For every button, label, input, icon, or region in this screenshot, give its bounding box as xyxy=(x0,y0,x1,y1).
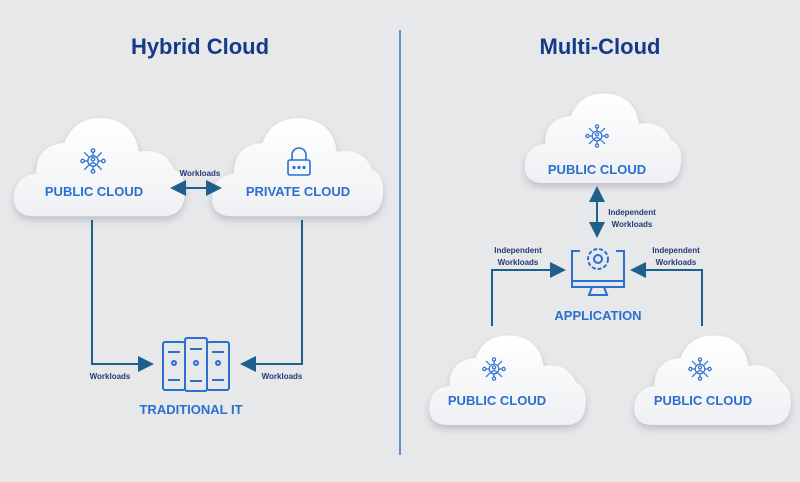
public-cloud-left-label: PUBLIC CLOUD xyxy=(447,393,547,408)
public-cloud-label: PUBLIC CLOUD xyxy=(44,184,144,199)
network-user-icon xyxy=(688,357,712,381)
independent-workloads-label-right: Independent Workloads xyxy=(652,246,700,267)
public-cloud-bottom-left xyxy=(429,335,586,425)
workloads-label-top: Workloads xyxy=(179,169,221,178)
application-label: APPLICATION xyxy=(554,308,642,323)
independent-workloads-label-top: Independent Workloads xyxy=(608,208,656,229)
workloads-label-left: Workloads xyxy=(89,372,131,381)
servers-icon xyxy=(162,337,230,392)
network-user-icon xyxy=(482,357,506,381)
multi-cloud-title: Multi-Cloud xyxy=(539,34,661,59)
private-cloud-label: PRIVATE CLOUD xyxy=(245,184,351,199)
workloads-label-right: Workloads xyxy=(261,372,303,381)
independent-workloads-arrow-right xyxy=(630,262,703,326)
network-user-icon xyxy=(585,124,609,148)
traditional-it-label: TRADITIONAL IT xyxy=(139,402,243,417)
hybrid-cloud-title: Hybrid Cloud xyxy=(130,34,270,59)
independent-workloads-label-left: Independent Workloads xyxy=(494,246,542,267)
public-cloud-bottom-right xyxy=(634,335,791,425)
workloads-arrow-public-it xyxy=(91,220,154,372)
lock-icon xyxy=(287,147,311,176)
independent-workloads-arrow-left xyxy=(491,262,566,326)
network-user-icon xyxy=(80,148,106,174)
public-cloud-right-label: PUBLIC CLOUD xyxy=(653,393,753,408)
section-divider xyxy=(399,30,401,455)
application-monitor-icon xyxy=(571,248,625,296)
workloads-arrow-private-it xyxy=(240,220,303,372)
public-cloud-top-label: PUBLIC CLOUD xyxy=(547,162,647,177)
